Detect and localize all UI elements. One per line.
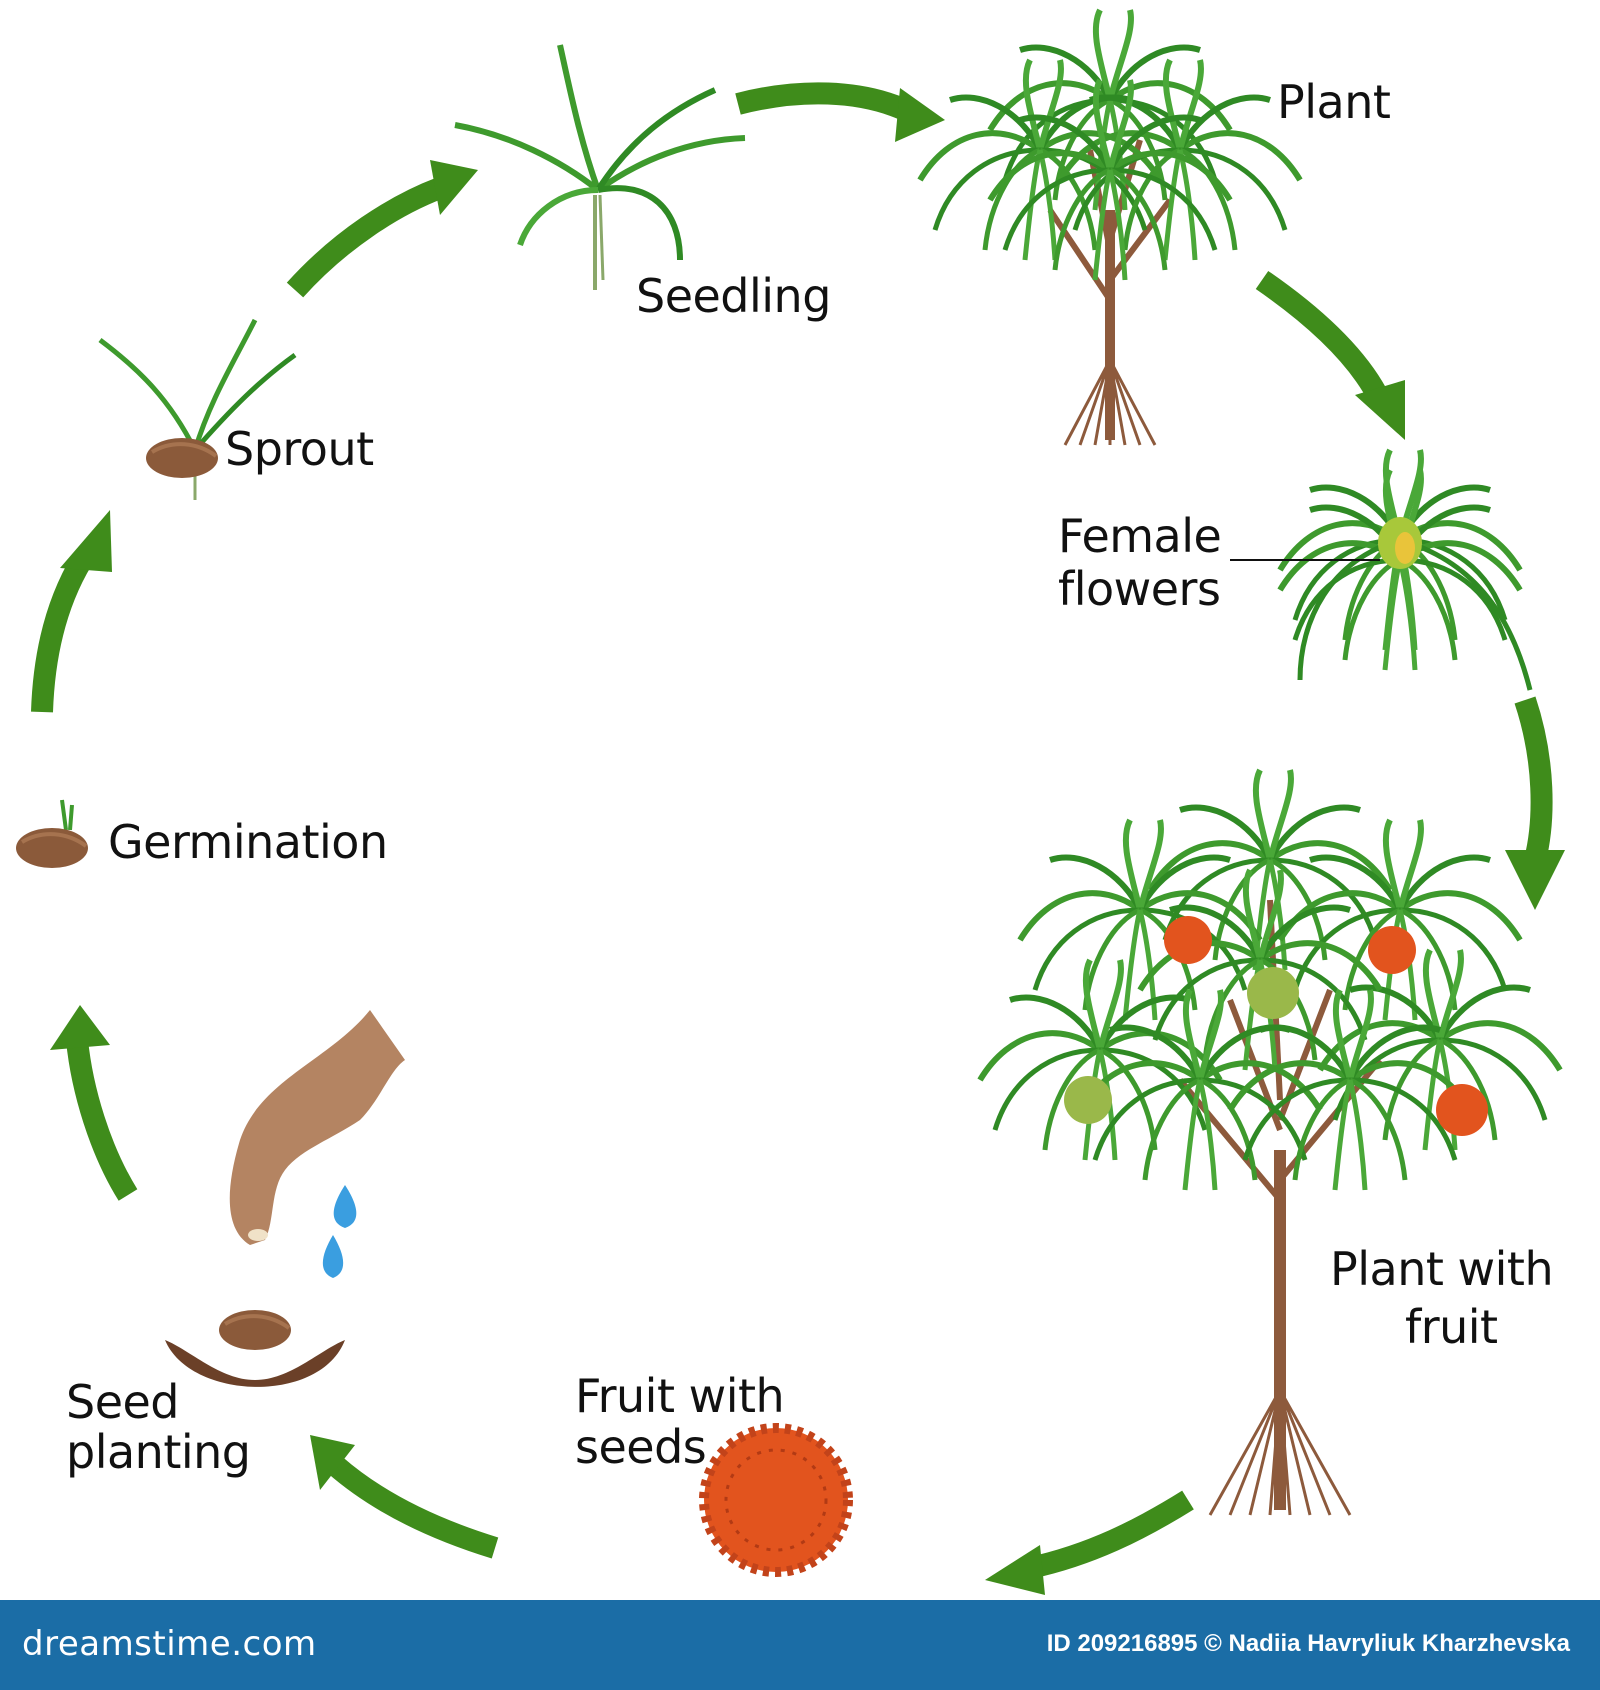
image-credit: ID 209216895 © Nadiia Havryliuk Kharzhev… — [1046, 1630, 1570, 1657]
arrowhead-4 — [985, 1545, 1045, 1595]
arrowhead-1 — [895, 88, 945, 142]
footer-bar: dreamstime.com ID 209216895 © Nadiia Hav… — [0, 1600, 1600, 1690]
arrowhead-6 — [50, 1005, 110, 1050]
fruit-with-seeds-illustration — [699, 1423, 853, 1577]
brand-logo[interactable]: dreamstime.com — [22, 1624, 317, 1664]
label-sprout: Sprout — [225, 422, 374, 476]
arrow-seedling-to-plant — [735, 82, 910, 121]
plant-with-fruit-illustration — [980, 770, 1560, 1516]
plant-illustration — [920, 10, 1300, 446]
sprout-illustration — [98, 318, 297, 500]
female-flowers-illustration — [1230, 450, 1533, 691]
arrow-fruitseeds-to-planting — [327, 1456, 499, 1559]
label-plant-with-fruit-line2: fruit — [1405, 1300, 1498, 1354]
life-cycle-diagram — [14, 0, 1565, 1595]
arrowhead-3 — [1505, 850, 1565, 910]
arrow-planting-to-germination — [66, 1038, 138, 1201]
arrow-heads — [50, 88, 1565, 1595]
label-plant-with-fruit-line1: Plant with — [1330, 1242, 1554, 1296]
label-fruit-with-seeds-line1: Fruit with — [575, 1369, 785, 1423]
seed-planting-illustration — [165, 1010, 405, 1387]
arrowhead-7 — [60, 510, 112, 572]
label-plant: Plant — [1277, 75, 1391, 129]
arrowhead-2 — [1355, 380, 1405, 440]
cycle-arrows — [31, 82, 1553, 1579]
arrowhead-8 — [430, 160, 478, 215]
germination-illustration — [14, 799, 90, 870]
arrowhead-5 — [310, 1435, 355, 1490]
seedling-illustration — [454, 44, 746, 290]
arrow-sprout-to-seedling — [286, 177, 444, 298]
arrow-germination-to-sprout — [31, 554, 92, 713]
label-seed-planting-line1: Seed — [66, 1375, 180, 1429]
arrow-fruit-to-fruitseeds — [1027, 1490, 1194, 1579]
label-seedling: Seedling — [636, 269, 831, 323]
label-seed-planting-line2: planting — [66, 1425, 251, 1479]
label-germination: Germination — [108, 815, 388, 869]
label-female-flowers-line1: Female — [1058, 509, 1222, 563]
arrow-female-to-fruit — [1514, 696, 1553, 863]
label-fruit-with-seeds-line2: seeds — [575, 1420, 707, 1474]
arrow-plant-to-female — [1255, 270, 1390, 406]
label-female-flowers-line2: flowers — [1058, 562, 1221, 616]
